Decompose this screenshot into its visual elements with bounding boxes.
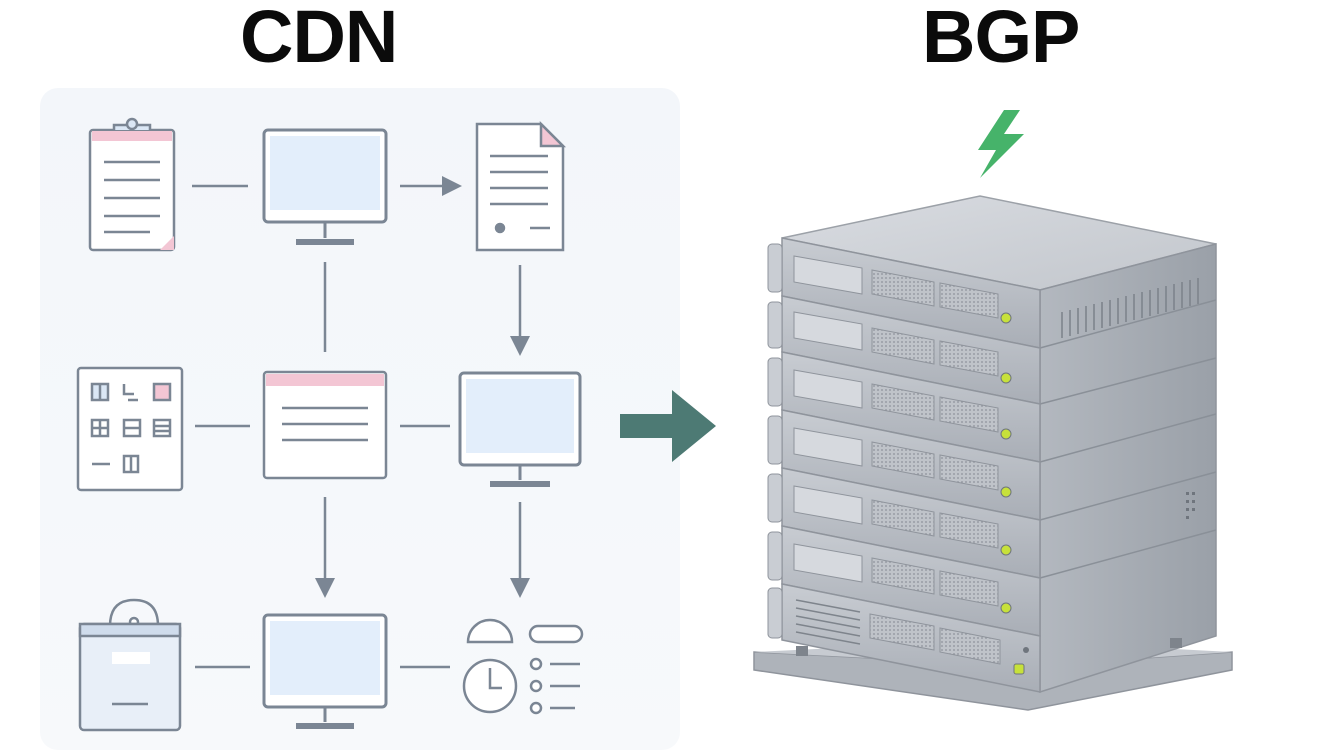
lightning-icon [978, 110, 1024, 178]
server-unit [767, 467, 1041, 579]
window-icon [262, 370, 388, 480]
server-unit [767, 295, 1041, 405]
monitor-icon [458, 371, 582, 487]
server-rack-icon [753, 195, 1233, 711]
clock-list-icon [462, 618, 584, 715]
arrow-right-icon [620, 390, 716, 462]
monitor-icon [262, 613, 388, 729]
monitor-icon [262, 128, 388, 245]
cdn-connectors [192, 176, 530, 669]
cdn-title: CDN [240, 0, 398, 78]
document-icon [475, 120, 567, 252]
bgp-title: BGP [922, 0, 1080, 78]
bag-icon [78, 598, 182, 732]
grid-icon [76, 366, 184, 492]
server-unit [767, 583, 1041, 693]
clipboard-icon [88, 117, 176, 252]
server-unit [767, 237, 1041, 349]
server-unit [767, 409, 1041, 521]
